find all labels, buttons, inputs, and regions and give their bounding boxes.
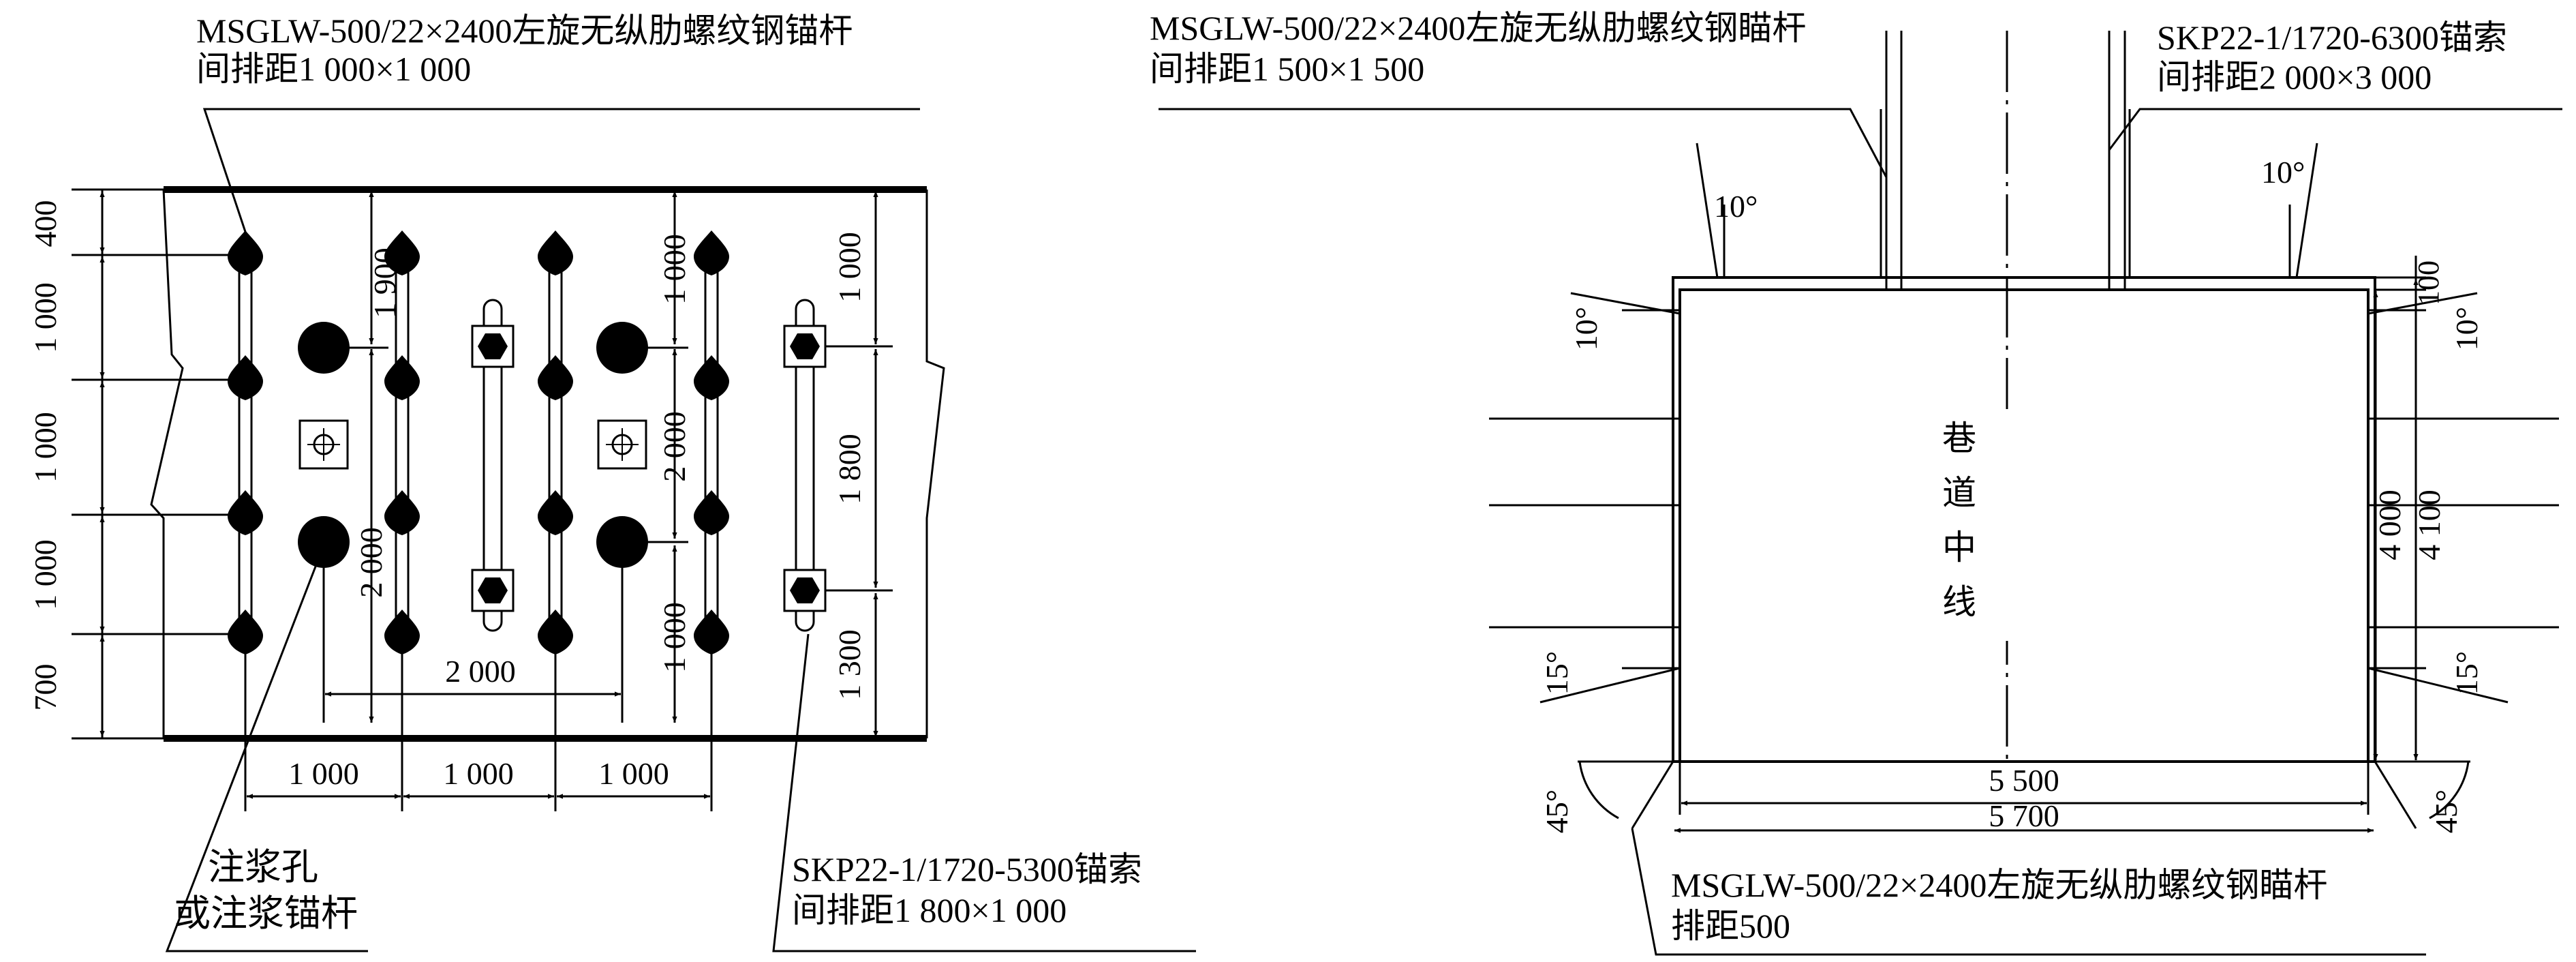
vdim-1000-b: 1 000 bbox=[28, 412, 63, 483]
angle-top-right: 10° bbox=[2261, 155, 2305, 190]
centerline-char-1: 巷 bbox=[1942, 419, 1976, 457]
roof-bolt-line2: 间排距1 500×1 500 bbox=[1150, 50, 1424, 88]
bottom-bolt-leader bbox=[1631, 828, 2426, 956]
roadway-outline-inner bbox=[1678, 288, 2370, 763]
cable-line1: SKP22-1/1720-6300锚索 bbox=[2157, 18, 2507, 57]
roof-bolt-line1: MSGLW-500/22×2400左旋无纵肋螺纹钢瞄杆 bbox=[1150, 9, 1806, 47]
cable-label-line2: 间排距1 800×1 000 bbox=[792, 891, 1067, 929]
angle-bottom-right: 45° bbox=[2429, 790, 2464, 833]
angle-side-left-top: 10° bbox=[1569, 307, 1604, 350]
angle-side-left-bottom: 15° bbox=[1539, 651, 1574, 695]
dim-2000-horizontal: 2 000 bbox=[445, 654, 516, 689]
vdim-1000-c: 1 000 bbox=[28, 539, 63, 610]
dim-4100: 4 100 bbox=[2412, 490, 2447, 560]
vdim-400: 400 bbox=[28, 200, 63, 247]
top-callout-leader bbox=[202, 108, 920, 243]
bottom-bolt-line2: 排距500 bbox=[1671, 907, 1790, 945]
plan-view: MSGLW-500/22×2400左旋无纵肋螺纹钢锚杆 间排距1 000×1 0… bbox=[28, 12, 1196, 952]
cross-section-view: 巷 道 中 线 10° 10° bbox=[1150, 9, 2562, 956]
cable-leader bbox=[2108, 108, 2562, 151]
dim-2000-left: 2 000 bbox=[354, 527, 388, 598]
angle-top-left: 10° bbox=[1714, 189, 1758, 224]
bolt-column-1 bbox=[228, 230, 263, 655]
dim-1900: 1 900 bbox=[367, 247, 402, 318]
bottom-bolt-line1: MSGLW-500/22×2400左旋无纵肋螺纹钢瞄杆 bbox=[1671, 866, 2327, 904]
cable-label-leader bbox=[772, 633, 1196, 952]
grout-holes bbox=[298, 322, 648, 723]
centerline-char-4: 线 bbox=[1942, 583, 1976, 621]
top-callout-line1: MSGLW-500/22×2400左旋无纵肋螺纹钢锚杆 bbox=[196, 12, 853, 50]
grout-label-line2: 或注浆锚杆 bbox=[174, 893, 358, 934]
bolt-column-3 bbox=[538, 230, 573, 655]
bolt-column-2 bbox=[384, 230, 420, 655]
cable-label-line1: SKP22-1/1720-5300锚索 bbox=[792, 850, 1142, 888]
angle-side-right-top: 10° bbox=[2449, 307, 2484, 350]
dim-1000-upper: 1 000 bbox=[657, 234, 692, 305]
angle-side-right-bottom: 15° bbox=[2449, 651, 2484, 695]
bolt-column-4 bbox=[694, 230, 729, 655]
dim-5700: 5 700 bbox=[1989, 798, 2059, 833]
dim-1000-lower: 1 000 bbox=[657, 602, 692, 673]
grout-label-line1: 注浆孔 bbox=[208, 847, 318, 888]
top-callout-line2: 间排距1 000×1 000 bbox=[196, 50, 471, 88]
dim-1300: 1 300 bbox=[832, 629, 867, 700]
vdim-700: 700 bbox=[28, 664, 63, 711]
centerline-char-2: 道 bbox=[1942, 474, 1976, 512]
centerline-char-3: 中 bbox=[1942, 528, 1976, 567]
hdim-1000-c: 1 000 bbox=[598, 756, 669, 791]
break-line-right bbox=[925, 190, 945, 738]
dim-4000: 4 000 bbox=[2372, 490, 2407, 560]
break-line-left bbox=[150, 189, 184, 738]
hdim-1000-a: 1 000 bbox=[288, 756, 359, 791]
angle-bottom-left: 45° bbox=[1539, 790, 1574, 833]
cable-line2: 间排距2 000×3 000 bbox=[2157, 58, 2432, 96]
roof-bolt-leader bbox=[1159, 108, 1888, 178]
hdim-1000-b: 1 000 bbox=[443, 756, 514, 791]
dim-5500: 5 500 bbox=[1989, 763, 2059, 798]
dim-1000-right: 1 000 bbox=[832, 232, 867, 303]
grout-label-leader bbox=[165, 545, 368, 952]
dim-1800: 1 800 bbox=[832, 434, 867, 505]
vdim-1000-a: 1 000 bbox=[28, 282, 63, 353]
cable-anchor-pair-2 bbox=[783, 299, 827, 632]
cable-anchor-pair-1 bbox=[471, 299, 515, 632]
dim-2000-mid: 2 000 bbox=[657, 411, 692, 482]
